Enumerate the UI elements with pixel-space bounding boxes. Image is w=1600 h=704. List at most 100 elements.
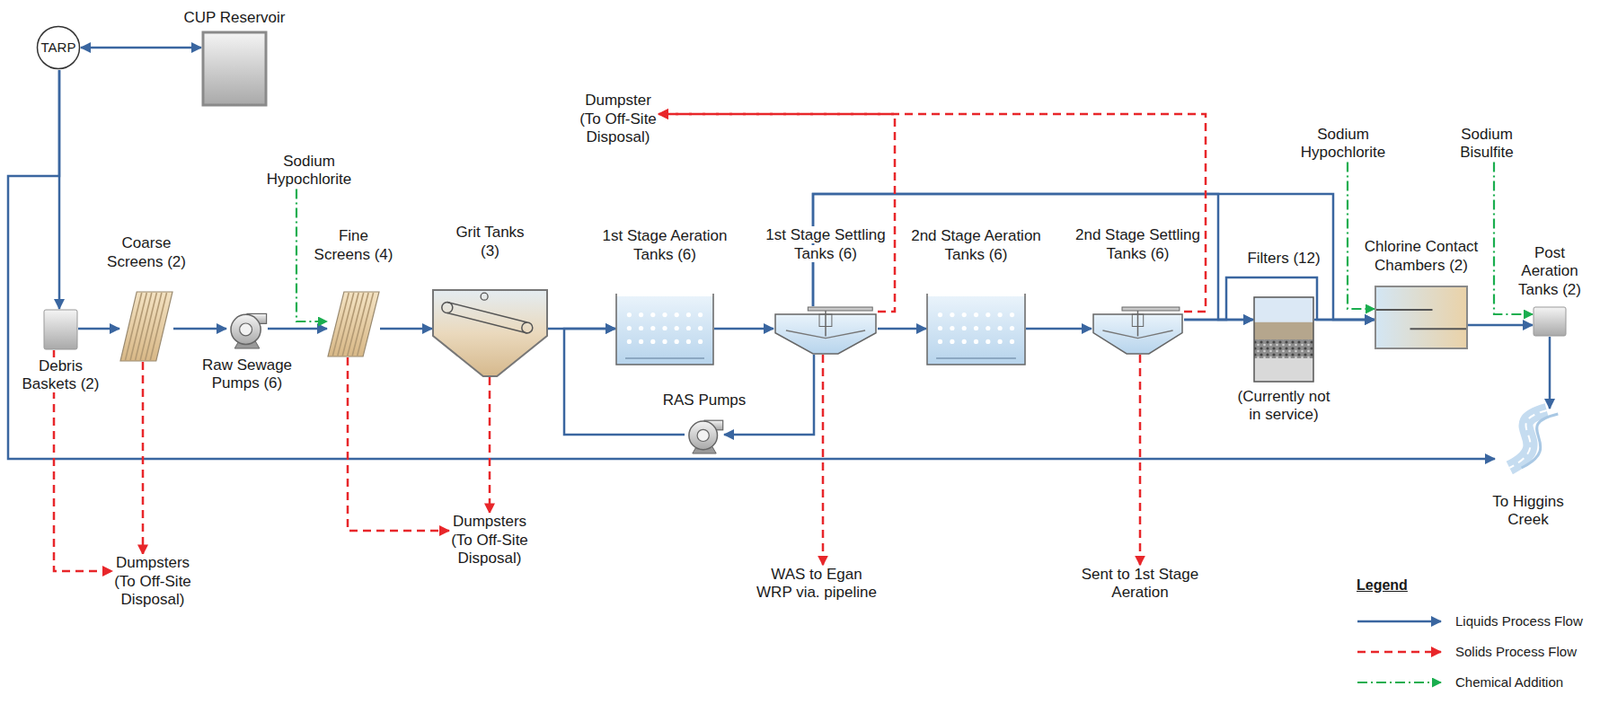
node-label: RAS Pumps [662,391,747,409]
chemical-label: Sodium Bisulfite [1458,125,1516,163]
node-label: Debris Baskets (2) [22,357,100,393]
debris-basket: Debris Baskets (2) [43,309,79,351]
settle-illustration [773,306,878,355]
flow-connector [1467,324,1533,328]
flow-connector [813,194,1254,320]
flow-connector [267,327,328,331]
node-label: 2nd Stage Settling Tanks (6) [1075,226,1201,262]
label-holder: 2nd Stage Settling Tanks (6) [1068,226,1208,264]
river-illustration [1494,408,1562,470]
label-holder: Raw Sewage Pumps (6) [188,356,306,394]
label-holder: Coarse Screens (2) [101,234,192,272]
node-label: Sent to 1st Stage Aeration [1081,565,1199,602]
flow-connector [80,46,202,50]
legend-text: Chemical Addition [1455,674,1564,690]
node-label: Sodium Bisulfite [1459,125,1514,161]
river-symbol: To Higgins Creek [1494,408,1562,470]
node-label: 1st Stage Settling Tanks (6) [765,226,885,262]
flow-connector [380,327,433,331]
chemical-label: Sodium Hypochlorite [1299,125,1388,163]
aeration-tank: 1st Stage Aeration Tanks (6) [615,291,715,366]
node-label: (Currently not in service) [1237,388,1331,424]
flow-connector [1548,336,1552,409]
node-label: Dumpster (To Off-Site Disposal) [579,91,657,146]
grit-tank: Grit Tanks (3) [432,285,549,378]
screen-illustration [119,291,174,363]
node-label: Coarse Screens (2) [106,234,186,270]
flow-connector [8,70,1495,460]
coarse-screen: Coarse Screens (2) [119,291,174,363]
node-label: Sodium Hypochlorite [1300,125,1387,161]
label-holder: To Higgins Creek [1483,493,1574,531]
grit-illustration [432,285,549,378]
label-holder: Filters (12) [1234,249,1334,268]
destination-label: Sent to 1st Stage Aeration [1079,565,1202,603]
fine-screen: Fine Screens (4) [327,291,381,358]
basket-illustration [43,309,79,351]
flow-connector [488,377,492,513]
pump-symbol: Raw Sewage Pumps (6) [226,308,268,350]
settling-tank: 2nd Stage Settling Tanks (6) [1091,306,1185,355]
node-label: Filters (12) [1246,249,1320,267]
node-label: Dumpsters (To Off-Site Disposal) [114,554,192,609]
node-label: Grit Tanks (3) [455,223,524,259]
pump-illustration [684,415,725,455]
legend-row: Liquids Process Flow [1455,613,1583,630]
legend-title: Legend [1356,576,1408,594]
node-label: 2nd Stage Aeration Tanks (6) [910,227,1042,263]
node-label: Fine Screens (4) [314,227,394,263]
flow-connector [173,327,227,331]
node-label: TARP [41,39,77,55]
node-label: Chlorine Contact Chambers (2) [1364,238,1479,274]
flow-connector [822,354,825,566]
flow-connector [714,327,774,331]
disposal-label: Dumpsters (To Off-Site Disposal) [449,512,531,568]
chemical-label: Sodium Hypochlorite [265,152,354,190]
filter-unit: Filters (12)(Currently not in service) [1253,296,1315,383]
label-holder: Grit Tanks (3) [445,223,536,261]
post-aeration-tank: Post Aeration Tanks (2) [1532,306,1567,337]
chlor-illustration [1374,285,1468,350]
flow-connector [877,327,927,331]
pump-symbol: RAS Pumps [684,415,725,455]
label-holder: TARP [35,39,81,56]
flow-connector [78,327,120,331]
node-label: CUP Reservoir [183,8,285,27]
label-holder: 1st Stage Settling Tanks (6) [758,226,893,264]
label-holder: Post Aeration Tanks (2) [1513,244,1586,300]
legend-line-sample [1357,620,1441,624]
flow-connector [658,114,1206,312]
contact-chamber: Chlorine Contact Chambers (2) [1374,285,1468,350]
flow-connector [1025,327,1092,331]
label-holder: Fine Screens (4) [312,227,396,265]
label-holder: 1st Stage Aeration Tanks (6) [591,227,740,265]
node-label: WAS to Egan WRP via. pipeline [756,565,877,602]
label-holder: RAS Pumps [654,391,754,410]
label-holder: Chlorine Contact Chambers (2) [1353,238,1489,275]
post-illustration [1532,306,1567,337]
settling-tank: 1st Stage Settling Tanks (6) [773,306,878,355]
legend-line-sample [1357,681,1441,684]
destination-label: WAS to Egan WRP via. pipeline [754,565,879,603]
flow-connector [658,114,895,312]
node-label: Sodium Hypochlorite [266,152,353,188]
screen-illustration [327,291,381,358]
node-label: To Higgins Creek [1492,493,1564,529]
aer-illustration [615,291,715,366]
reservoir-box: CUP Reservoir [201,30,268,107]
legend-row: Solids Process Flow [1455,644,1577,661]
aeration-tank: 2nd Stage Aeration Tanks (6) [926,291,1026,366]
node-label: Raw Sewage Pumps (6) [202,356,292,392]
node-label: Post Aeration Tanks (2) [1518,244,1582,299]
aer-illustration [926,291,1026,366]
cup-illustration [201,30,268,107]
filter-illustration [1253,296,1315,383]
pump-illustration [226,308,268,350]
flow-connector [141,362,145,555]
flow-connector [1139,354,1142,566]
legend-text: Solids Process Flow [1455,644,1577,660]
label-holder: 2nd Stage Aeration Tanks (6) [900,227,1053,265]
settle-illustration [1091,306,1185,355]
legend-line-sample [1357,651,1441,655]
node-label: 1st Stage Aeration Tanks (6) [602,227,728,263]
